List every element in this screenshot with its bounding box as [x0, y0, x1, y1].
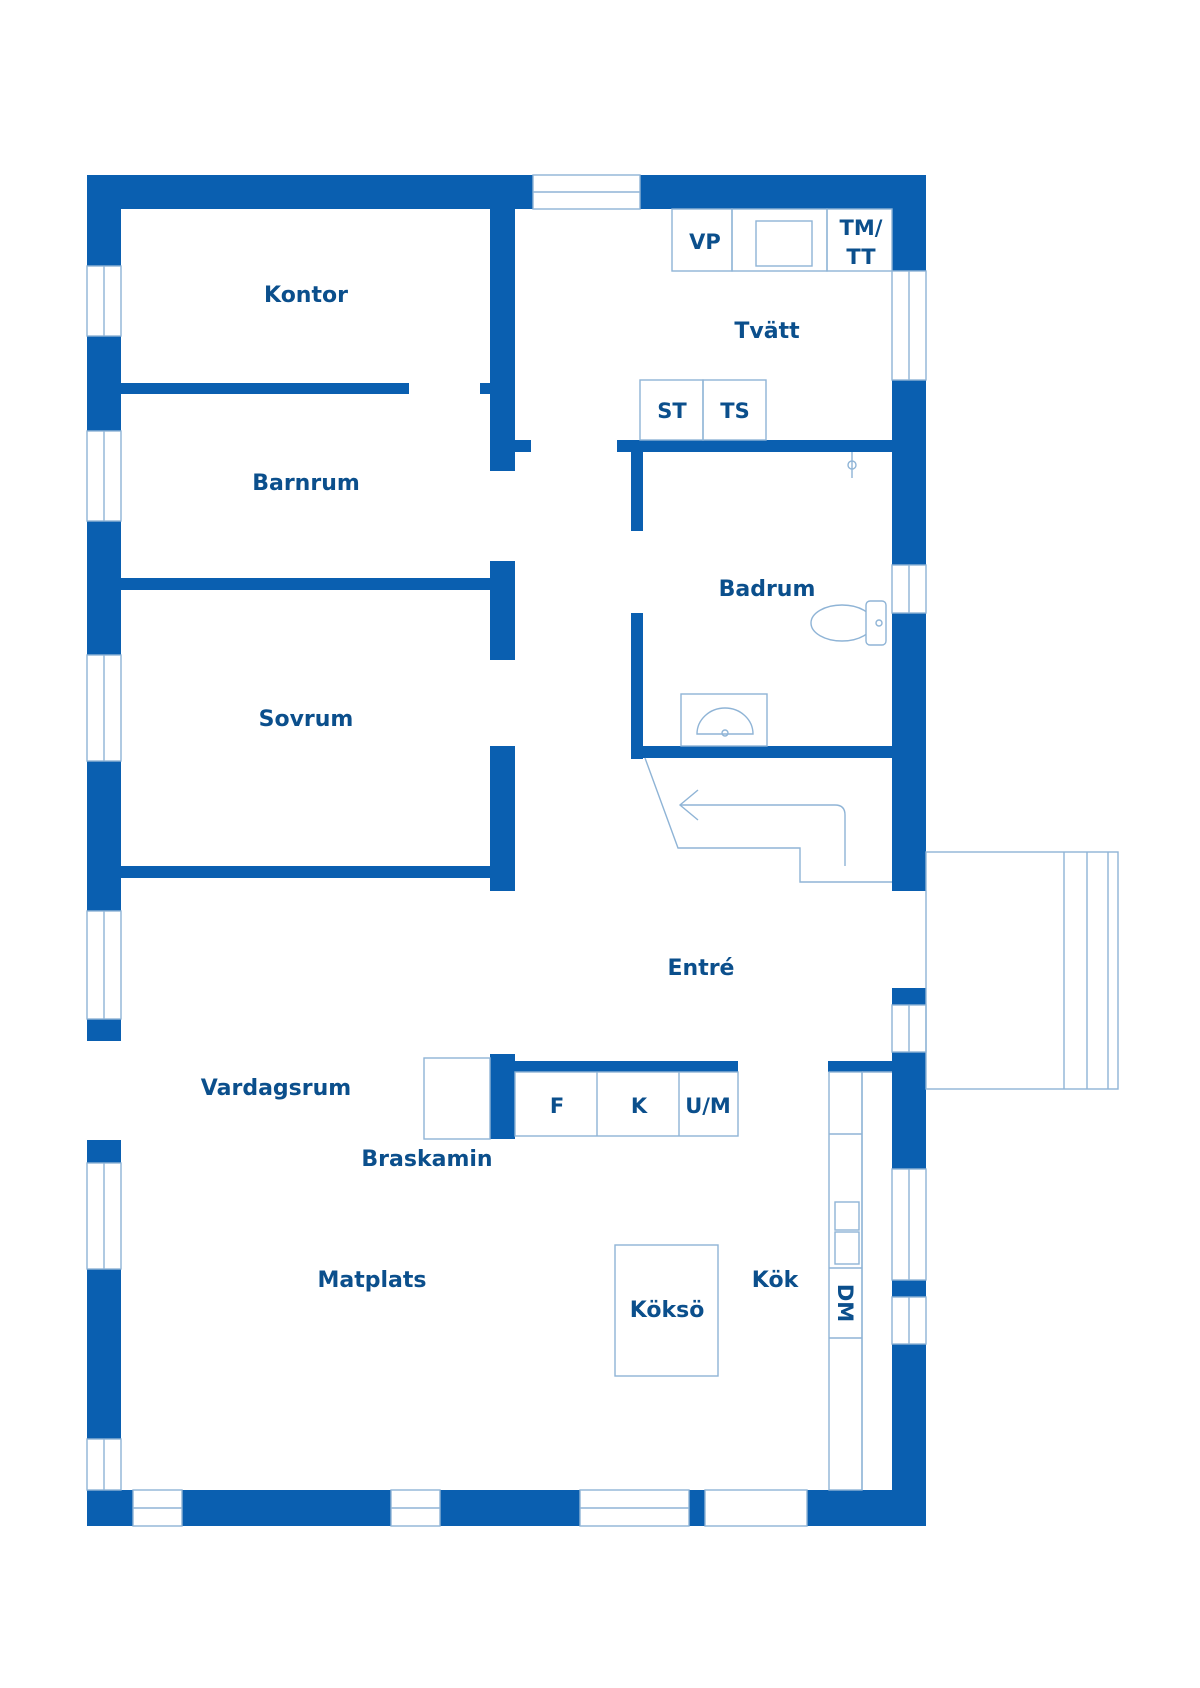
windows [86, 174, 927, 1527]
fixture-label-dm: DM [833, 1284, 857, 1322]
interior-walls [121, 209, 892, 1139]
fireplace [423, 1057, 491, 1140]
room-label-badrum: Badrum [719, 577, 816, 602]
fixture-label-k: K [631, 1094, 648, 1118]
room-label-vardagsrum: Vardagsrum [201, 1076, 351, 1101]
fixture-label-tm: TM/ [840, 216, 883, 240]
fixture-label-f: F [550, 1094, 564, 1118]
room-label-entre: Entré [668, 956, 735, 981]
room-label-koksö: Köksö [630, 1298, 705, 1323]
room-label-matplats: Matplats [317, 1268, 426, 1293]
sink-icon [680, 693, 768, 747]
room-label-braskamin: Braskamin [361, 1147, 492, 1172]
laundry-fixtures [639, 208, 893, 441]
room-label-kok: Kök [752, 1268, 800, 1293]
stair-outline [644, 757, 892, 883]
kitchen-counter-top [514, 1071, 739, 1137]
door-hinge-icon [847, 452, 857, 478]
room-label-sovrum: Sovrum [259, 707, 354, 732]
toilet-icon [810, 600, 887, 646]
fixture-label-um: U/M [685, 1094, 731, 1118]
room-label-kontor: Kontor [264, 283, 348, 308]
room-label-tvatt: Tvätt [734, 319, 800, 344]
room-label-barnrum: Barnrum [252, 471, 360, 496]
arrow-left-icon [678, 789, 699, 821]
fixture-label-tt: TT [846, 245, 876, 269]
kitchen-island [614, 1244, 719, 1377]
entrance-porch [925, 851, 1119, 1090]
outer-walls [87, 175, 926, 1526]
fixture-label-vp: VP [689, 230, 721, 254]
fixture-label-ts: TS [720, 399, 749, 423]
fixture-label-st: ST [657, 399, 687, 423]
kitchen-counter-right [828, 1071, 892, 1491]
